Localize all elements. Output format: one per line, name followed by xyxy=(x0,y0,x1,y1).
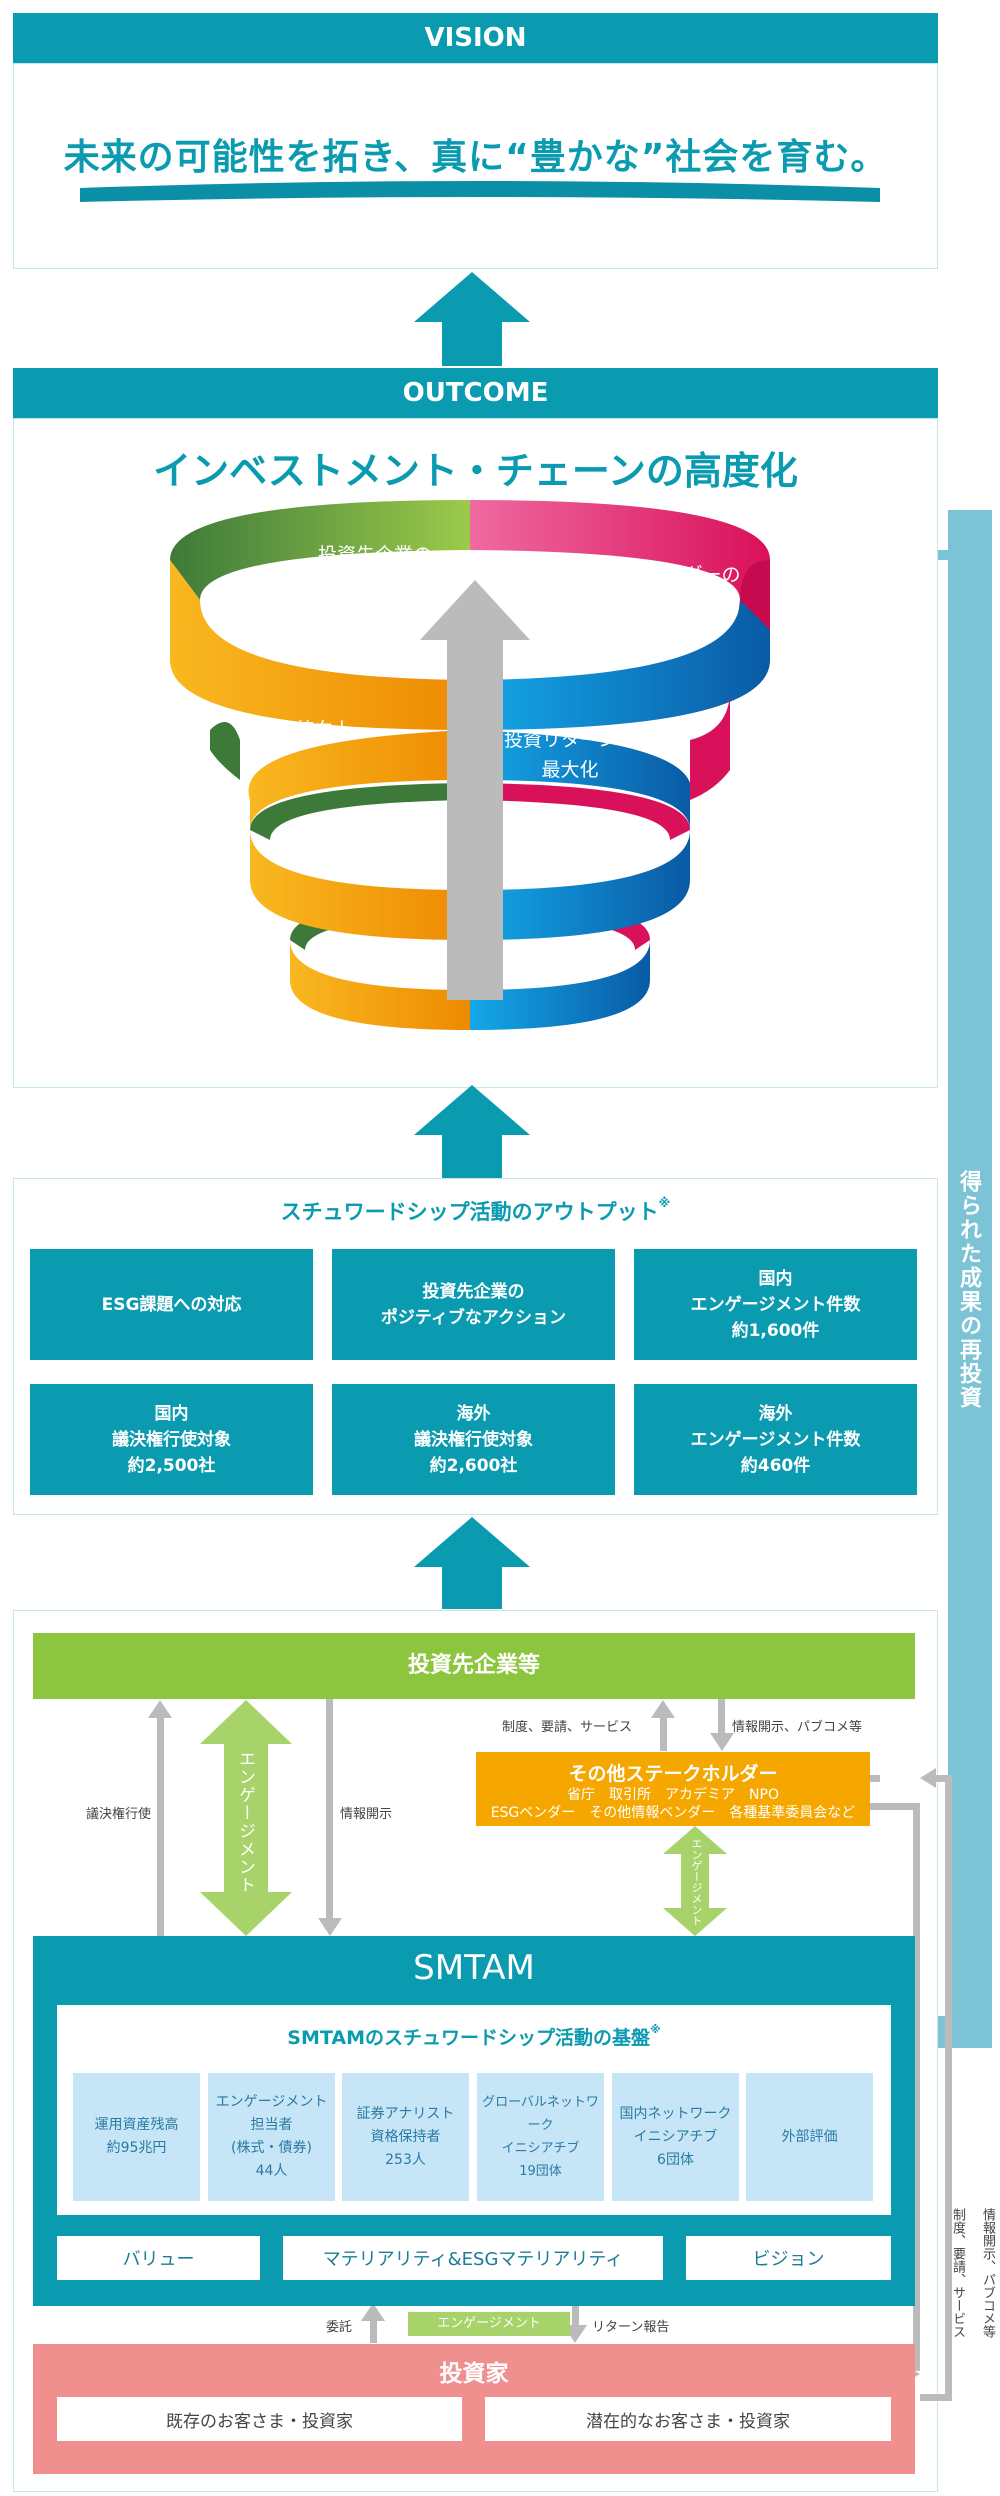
output-tile-domestic-voting: 国内 議決権行使対象 約2,500社 xyxy=(30,1384,313,1495)
arrow-up-investee-to-output xyxy=(414,1517,530,1609)
output-title-row: スチュワードシップ活動のアウトプット※ xyxy=(13,1196,938,1226)
foundation-title: SMTAMのスチュワードシップ活動の基盤 xyxy=(287,2027,650,2049)
investment-chain-spiral xyxy=(170,500,770,1030)
reinvest-label: 得られた成果の再投資 xyxy=(956,1170,981,1410)
spiral-label-orange: 社会価値向上 xyxy=(237,719,352,741)
output-tile-overseas-voting: 海外 議決権行使対象 約2,600社 xyxy=(332,1384,615,1495)
other-stakeholders-line2: ESGベンダー その他情報ベンダー 各種基準委員会など xyxy=(490,1805,856,1821)
vision-label: VISION xyxy=(13,13,938,63)
label-entrust: 委託 xyxy=(326,2320,353,2335)
foundation-tile-external-evaluation: 外部評価 xyxy=(746,2073,873,2201)
engagement-vertical-label: エンゲージメント xyxy=(235,1750,255,1894)
engagement-small-label: エンゲージメント xyxy=(690,1838,703,1926)
output-tile-overseas-engagement: 海外 エンゲージメント件数 約460件 xyxy=(634,1384,917,1495)
outcome-title: インベストメント・チェーンの高度化 xyxy=(153,449,798,493)
output-tile-esg: ESG課題への対応 xyxy=(30,1249,313,1360)
value-box-vision: ビジョン xyxy=(686,2236,891,2280)
reinvest-bar-top-connector xyxy=(938,550,952,560)
other-stakeholders-title: その他ステークホルダー xyxy=(568,1763,778,1785)
arrow-up-outcome-to-vision xyxy=(414,272,530,366)
spiral-label-blue: 投資リターンの 最大化 xyxy=(503,729,637,781)
foundation-note-mark: ※ xyxy=(650,2023,661,2036)
foundation-tile-domestic-network: 国内ネットワーク イニシアチブ 6団体 xyxy=(612,2073,739,2201)
label-right-system-requests: 制度、要請、サービス xyxy=(950,2208,965,2338)
value-box-materiality: マテリアリティ&ESGマテリアリティ xyxy=(283,2236,663,2280)
output-tile-domestic-engagement: 国内 エンゲージメント件数 約1,600件 xyxy=(634,1249,917,1360)
other-stakeholders-line1: 省庁 取引所 アカデミア NPO xyxy=(567,1787,779,1803)
smtam-title: SMTAM xyxy=(413,1948,535,1988)
foundation-tile-global-network: グローバルネットワーク イニシアチブ 19団体 xyxy=(477,2073,604,2201)
label-return-report: リターン報告 xyxy=(592,2320,670,2335)
label-right-disclosure-comments: 情報開示、パブコメ等 xyxy=(980,2208,995,2338)
engagement-double-arrow xyxy=(200,1700,292,1936)
label-system-requests: 制度、要請、サービス xyxy=(502,1720,633,1735)
outcome-label: OUTCOME xyxy=(13,368,938,418)
label-disclosure-comments: 情報開示、パブコメ等 xyxy=(732,1720,863,1735)
output-tile-positive-action: 投資先企業の ポジティブなアクション xyxy=(332,1249,615,1360)
vision-panel xyxy=(13,63,938,269)
investors-title: 投資家 xyxy=(439,2361,509,2387)
foundation-tile-engagement-staff: エンゲージメント 担当者 (株式・債券) 44人 xyxy=(208,2073,335,2201)
investee-bar: 投資先企業等 xyxy=(33,1633,915,1699)
output-note-mark: ※ xyxy=(658,1196,671,1210)
engagement-small-double-arrow xyxy=(663,1826,727,1936)
label-disclosure: 情報開示 xyxy=(340,1807,393,1822)
foundation-tile-analysts: 証券アナリスト 資格保持者 253人 xyxy=(342,2073,469,2201)
spiral-label-green: 投資先企業の 価値向上 xyxy=(317,544,432,596)
foundation-tile-aum: 運用資産残高 約95兆円 xyxy=(73,2073,200,2201)
arrow-up-output-to-outcome xyxy=(414,1085,530,1179)
vision-statement: 未来の可能性を拓き、真に“豊かな”社会を育む。 xyxy=(63,137,888,178)
vision-underline xyxy=(80,181,880,202)
spiral-label-pink: ステークホルダーの 豊かさ増大 xyxy=(569,564,741,616)
other-stakeholders-box: その他ステークホルダー 省庁 取引所 アカデミア NPO ESGベンダー その他… xyxy=(476,1752,870,1826)
label-voting: 議決権行使 xyxy=(86,1807,152,1822)
existing-investors-box: 既存のお客さま・投資家 xyxy=(57,2397,462,2441)
value-box-value: バリュー xyxy=(57,2236,260,2280)
investor-engagement-label: エンゲージメント xyxy=(408,2312,570,2336)
foundation-title-row: SMTAMのスチュワードシップ活動の基盤※ xyxy=(57,2023,891,2050)
reinvest-bar xyxy=(948,510,992,2030)
output-title: スチュワードシップ活動のアウトプット xyxy=(280,1200,659,1224)
potential-investors-box: 潜在的なお客さま・投資家 xyxy=(485,2397,891,2441)
